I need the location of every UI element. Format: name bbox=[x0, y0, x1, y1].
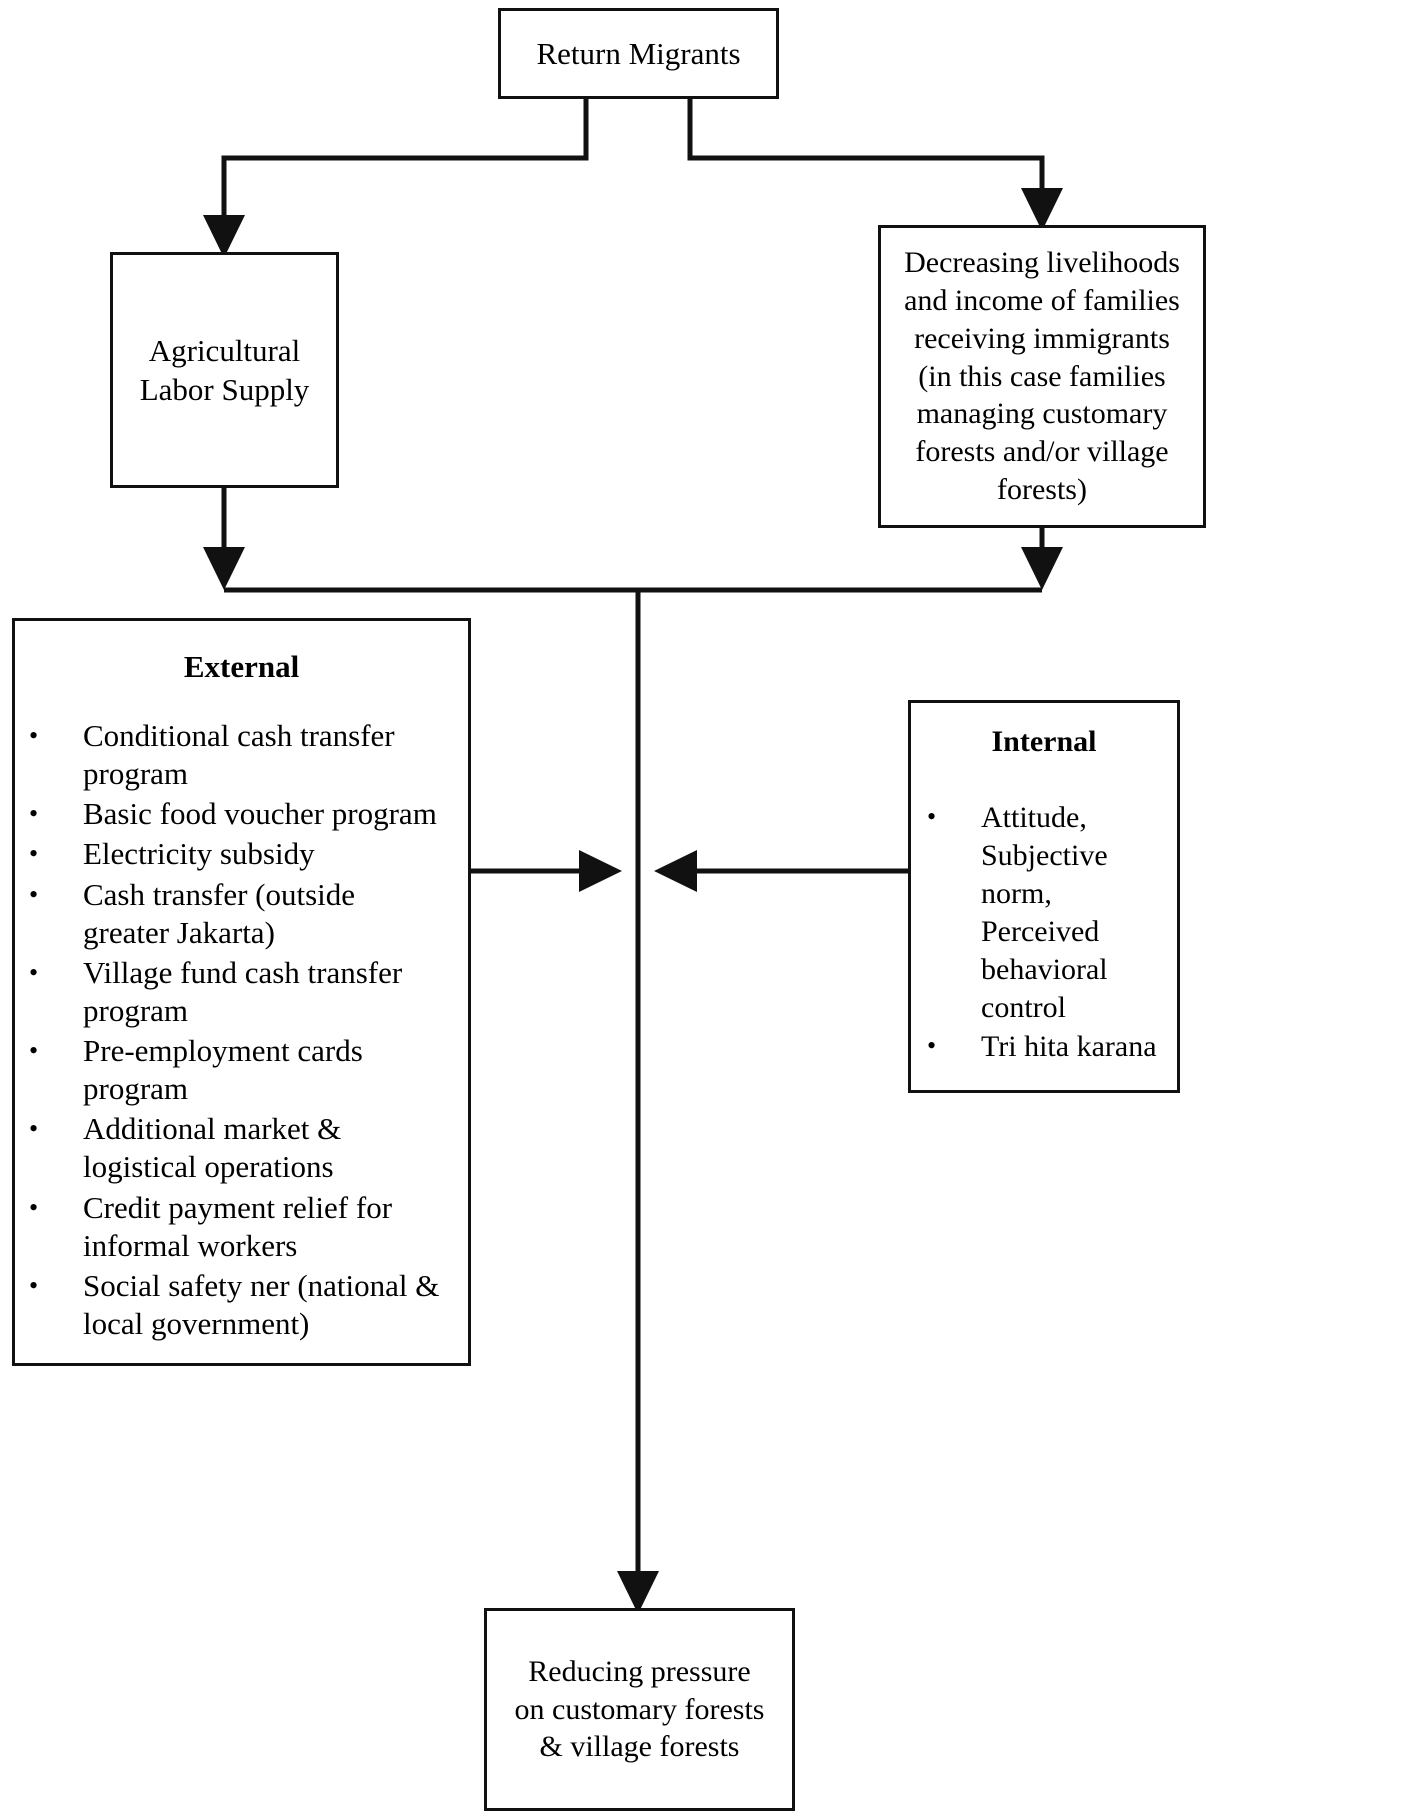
panel-internal-title: Internal bbox=[991, 725, 1097, 758]
list-item-label: Attitude, Subjective norm, Perceived beh… bbox=[981, 801, 1108, 1025]
list-item-label: Conditional cash transfer program bbox=[83, 718, 395, 792]
bullet-icon: • bbox=[927, 1030, 937, 1060]
node-return-migrants[interactable]: Return Migrants bbox=[498, 8, 779, 99]
panel-internal[interactable]: Internal • Attitude, Subjective norm, Per… bbox=[908, 700, 1180, 1093]
list-item[interactable]: • Cash transfer (outside greater Jakarta) bbox=[15, 876, 460, 952]
list-item[interactable]: • Additional market & logistical operatio… bbox=[15, 1110, 460, 1186]
list-item[interactable]: • Credit payment relief for informal work… bbox=[15, 1189, 460, 1265]
bullet-icon: • bbox=[29, 879, 39, 909]
node-agricultural-labor-supply[interactable]: Agricultural Labor Supply bbox=[110, 252, 339, 488]
list-item-label: Pre-employment cards program bbox=[83, 1033, 363, 1107]
bullet-icon: • bbox=[29, 799, 39, 829]
list-item-label: Cash transfer (outside greater Jakarta) bbox=[83, 876, 356, 950]
list-item[interactable]: • Social safety ner (national & local gov… bbox=[15, 1267, 460, 1343]
panel-external[interactable]: External • Conditional cash transfer prog… bbox=[12, 618, 471, 1366]
list-item-label: Social safety ner (national & local gove… bbox=[83, 1267, 440, 1341]
list-item[interactable]: • Electricity subsidy bbox=[15, 835, 460, 873]
list-item[interactable]: • Village fund cash transfer program bbox=[15, 954, 460, 1030]
bullet-icon: • bbox=[29, 1192, 39, 1222]
node-return-migrants-label: Return Migrants bbox=[536, 35, 741, 71]
list-item[interactable]: • Pre-employment cards program bbox=[15, 1032, 460, 1108]
node-decreasing-livelihoods[interactable]: Decreasing livelihoods and income of fam… bbox=[878, 225, 1206, 528]
node-reducing-pressure[interactable]: Reducing pressure on customary forests &… bbox=[484, 1608, 795, 1811]
list-item[interactable]: • Conditional cash transfer program bbox=[15, 717, 460, 793]
bullet-icon: • bbox=[29, 1114, 39, 1144]
bullet-icon: • bbox=[927, 802, 937, 831]
bullet-icon: • bbox=[29, 839, 39, 869]
list-item-label: Electricity subsidy bbox=[83, 836, 315, 872]
node-decreasing-livelihoods-label: Decreasing livelihoods and income of fam… bbox=[904, 246, 1180, 506]
panel-internal-list: • Attitude, Subjective norm, Perceived be… bbox=[911, 799, 1177, 1066]
bullet-icon: • bbox=[29, 1270, 39, 1300]
node-agricultural-labor-supply-label: Agricultural Labor Supply bbox=[139, 332, 310, 407]
connector-return-to-decreasing bbox=[687, 99, 1063, 232]
bullet-icon: • bbox=[29, 957, 39, 987]
list-item[interactable]: • Attitude, Subjective norm, Perceived be… bbox=[911, 799, 1171, 1028]
list-item-label: Tri hita karana bbox=[981, 1029, 1157, 1063]
list-item-label: Credit payment relief for informal worke… bbox=[83, 1189, 393, 1263]
bullet-icon: • bbox=[29, 721, 39, 750]
node-reducing-pressure-label: Reducing pressure on customary forests &… bbox=[514, 1654, 765, 1764]
list-item[interactable]: • Basic food voucher program bbox=[15, 795, 460, 833]
list-item-label: Basic food voucher program bbox=[83, 796, 437, 832]
connector-return-to-agricultural bbox=[203, 99, 589, 259]
list-item-label: Village fund cash transfer program bbox=[83, 954, 403, 1028]
panel-external-title: External bbox=[183, 649, 300, 684]
list-item[interactable]: • Tri hita karana bbox=[911, 1028, 1171, 1066]
list-item-label: Additional market & logistical operation… bbox=[83, 1111, 342, 1185]
panel-external-list: • Conditional cash transfer program • Basic… bbox=[15, 717, 468, 1343]
bullet-icon: • bbox=[29, 1036, 39, 1065]
